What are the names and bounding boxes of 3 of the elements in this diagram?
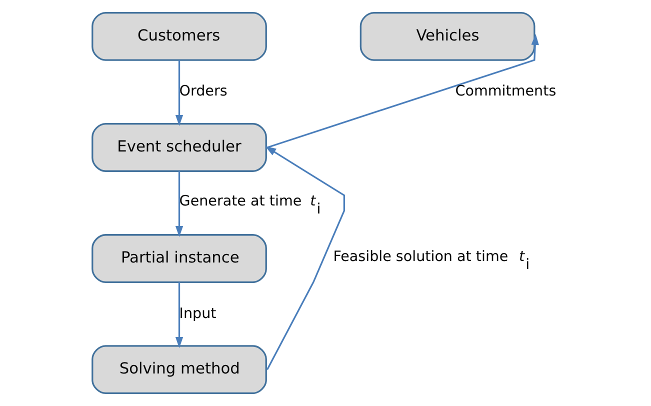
edge-label: Input — [179, 306, 216, 322]
edge-label: Orders — [179, 84, 228, 100]
edge-label: Commitments — [455, 84, 556, 100]
